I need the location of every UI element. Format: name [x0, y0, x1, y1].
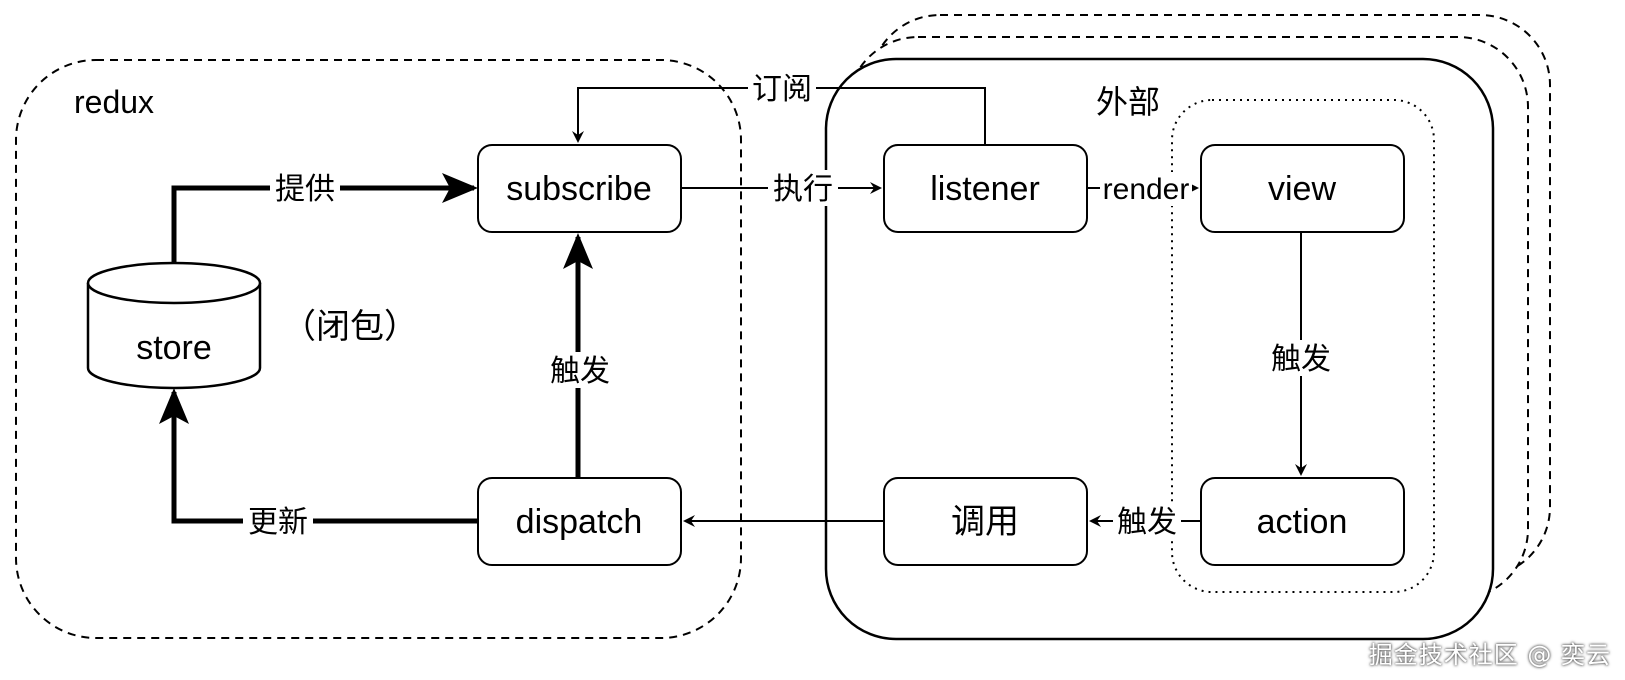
edge-trigger-view-action-label-bg: [1266, 340, 1336, 376]
view-action-group: [1171, 99, 1435, 593]
edge-trigger-up-label-bg: [545, 352, 615, 388]
edge-trigger-call-label-bg: [1113, 503, 1181, 539]
edge-provide-label-bg: [270, 170, 340, 206]
action-label: action: [1257, 503, 1348, 541]
dispatch-label: dispatch: [516, 503, 643, 541]
redux-group: [15, 59, 742, 639]
edge-update-label: 更新: [248, 506, 308, 539]
edge-render-label-bg: [1100, 172, 1192, 206]
subscribe-node: subscribe: [477, 144, 682, 233]
edge-render-label: render: [1103, 173, 1190, 206]
watermark: 掘金技术社区 @ 奕云: [1368, 641, 1611, 669]
closure-label: （闭包）: [282, 308, 418, 346]
view-label: view: [1268, 170, 1336, 208]
store-node: store: [86, 261, 262, 390]
edge-trigger-call-label: 触发: [1117, 506, 1177, 539]
edge-execute-label: 执行: [773, 173, 833, 206]
subscribe-label: subscribe: [506, 170, 652, 208]
dispatch-node: dispatch: [477, 477, 682, 566]
edge-update: [159, 388, 478, 524]
call-node: 调用: [883, 477, 1088, 566]
call-label: 调用: [951, 503, 1019, 541]
edge-trigger-view-action-label: 触发: [1271, 343, 1331, 376]
edge-trigger-up-label: 触发: [550, 355, 610, 388]
edge-execute-label-bg: [768, 170, 838, 206]
edge-provide: [171, 173, 478, 262]
listener-node: listener: [883, 144, 1088, 233]
external-group-label: 外部: [1096, 84, 1160, 120]
store-label: store: [136, 329, 212, 367]
action-node: action: [1200, 477, 1405, 566]
edge-subscribe-to-label: 订阅: [752, 73, 812, 106]
edge-provide-label: 提供: [275, 173, 335, 206]
view-node: view: [1200, 144, 1405, 233]
edge-subscribe-to-label-bg: [748, 70, 816, 106]
edge-update-label-bg: [243, 503, 313, 539]
listener-label: listener: [930, 170, 1040, 208]
redux-group-label: redux: [74, 84, 154, 120]
